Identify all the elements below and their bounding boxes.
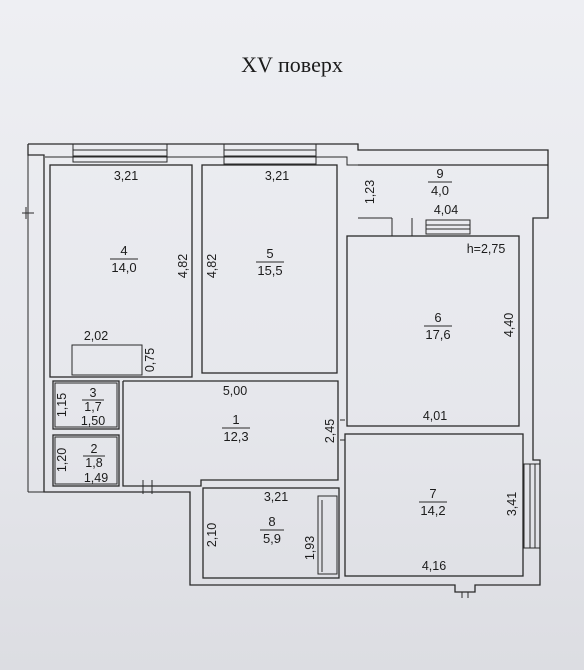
room-6-width: 4,01 — [423, 409, 447, 423]
room-8-width: 3,21 — [264, 490, 288, 504]
room-5-area: 15,5 — [257, 263, 282, 278]
room-3-depth: 1,15 — [55, 393, 69, 417]
room-9-width: 4,04 — [434, 203, 458, 217]
room-2-depth: 1,20 — [55, 448, 69, 472]
floor-title: XV поверх — [241, 52, 343, 77]
room-6-depth: 4,40 — [502, 313, 516, 337]
room-9-depth: 1,23 — [363, 180, 377, 204]
room-8-area: 5,9 — [263, 531, 281, 546]
room-8-number: 8 — [268, 514, 275, 529]
room-1-depth: 2,45 — [323, 419, 337, 443]
room-7-labels: 7 14,2 3,41 4,16 — [419, 486, 519, 573]
room-1-number: 1 — [232, 412, 239, 427]
room-8-labels: 3,21 2,10 8 5,9 1,93 — [205, 490, 317, 560]
room-7-width: 4,16 — [422, 559, 446, 573]
room-5-number: 5 — [266, 246, 273, 261]
room-9-number: 9 — [436, 166, 443, 181]
room-9-area: 4,0 — [431, 183, 449, 198]
room-4-depth: 4,82 — [176, 254, 190, 278]
ceiling-height: h=2,75 — [467, 242, 506, 256]
windows — [72, 143, 541, 549]
room-6-labels: h=2,75 6 17,6 4,40 4,01 — [423, 242, 516, 423]
room-1-area: 12,3 — [223, 429, 248, 444]
room-4-number: 4 — [120, 243, 127, 258]
room-7-area: 14,2 — [420, 503, 445, 518]
room-2-number: 2 — [91, 442, 98, 456]
room-3-number: 3 — [90, 386, 97, 400]
room-1-width: 5,00 — [223, 384, 247, 398]
room-6-area: 17,6 — [425, 327, 450, 342]
room-4-width: 3,21 — [114, 169, 138, 183]
room-7-number: 7 — [429, 486, 436, 501]
outer-walls — [22, 143, 549, 593]
room-1-labels: 5,00 1 12,3 2,45 — [222, 384, 337, 444]
room-6-number: 6 — [434, 310, 441, 325]
room-4-labels: 3,21 4 14,0 4,82 2,02 0,75 — [84, 169, 190, 372]
room-3-labels: 1,15 3 1,7 1,50 — [55, 386, 105, 428]
room-2-labels: 1,20 2 1,8 1,49 — [55, 442, 108, 485]
room-2-width: 1,49 — [84, 471, 108, 485]
room-4-closet-width: 2,02 — [84, 329, 108, 343]
room-3-area: 1,7 — [84, 400, 101, 414]
room-5-depth: 4,82 — [205, 254, 219, 278]
room-8-closet-depth: 1,93 — [303, 536, 317, 560]
room-walls — [49, 164, 548, 598]
room-3-width: 1,50 — [81, 414, 105, 428]
room-7-depth: 3,41 — [505, 492, 519, 516]
room-5-labels: 3,21 5 15,5 4,82 — [205, 169, 289, 278]
room-5-width: 3,21 — [265, 169, 289, 183]
room-4-closet-depth: 0,75 — [143, 348, 157, 372]
room-9-labels: 9 4,0 4,04 1,23 — [363, 166, 458, 217]
room-2-area: 1,8 — [85, 456, 102, 470]
room-4-area: 14,0 — [111, 260, 136, 275]
room-8-depth: 2,10 — [205, 523, 219, 547]
